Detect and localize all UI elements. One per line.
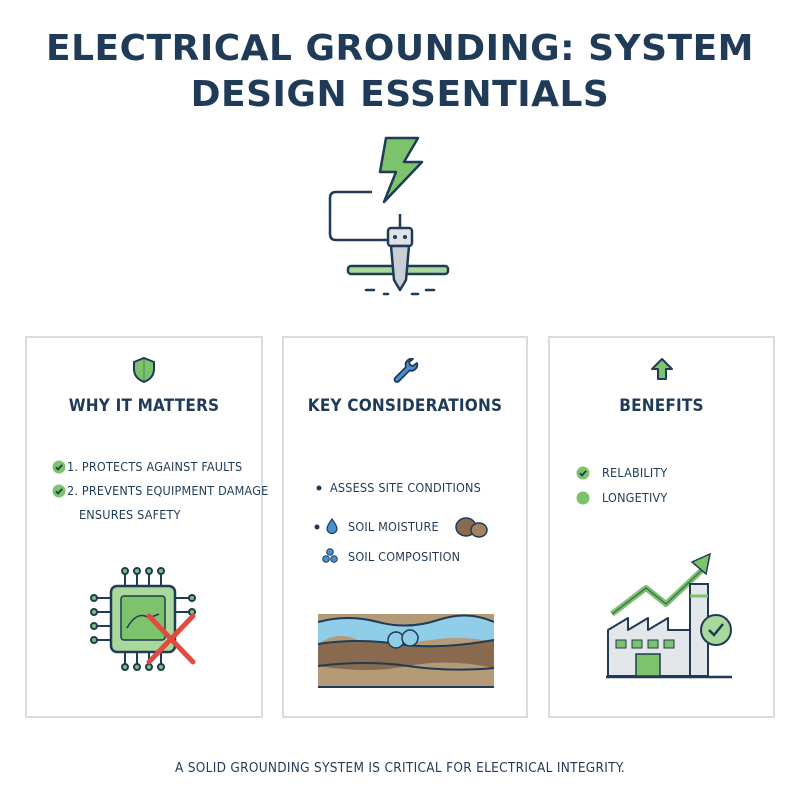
bullet-circle-icon	[576, 491, 590, 505]
check-icon	[52, 484, 66, 498]
list-item: ASSESS SITE CONDITIONS	[330, 480, 482, 495]
page-title: ELECTRICAL GROUNDING: SYSTEM DESIGN ESSE…	[0, 26, 800, 118]
bullet-icon	[314, 524, 320, 530]
card-title: WHY IT MATTERS	[68, 396, 220, 416]
water-drop-icon	[326, 518, 338, 534]
card-title: BENEFITS	[619, 396, 704, 416]
grounding-rod-illustration	[328, 136, 450, 296]
up-arrow-icon	[650, 358, 673, 380]
check-icon	[52, 460, 66, 474]
card-why-it-matters: WHY IT MATTERS 1. PROTECTS AGAINST FAULT…	[25, 336, 268, 718]
list-item: SOIL MOISTURE	[348, 519, 439, 534]
check-icon	[576, 466, 590, 480]
list-item: LONGETIVY	[602, 490, 668, 505]
list-item: SOIL COMPOSITION	[348, 549, 461, 564]
title-line-2: DESIGN ESSENTIALS	[190, 74, 610, 115]
earth-dashes-icon	[364, 288, 436, 296]
factory-growth-icon	[606, 552, 732, 679]
circuit-chip-icon	[90, 567, 196, 671]
title-line-1: ELECTRICAL GROUNDING: SYSTEM	[46, 28, 754, 69]
ground-rod-icon	[386, 226, 414, 292]
soil-particles-icon	[322, 548, 338, 563]
wrench-icon	[393, 357, 419, 383]
list-item: 1. PROTECTS AGAINST FAULTS	[67, 459, 243, 474]
card-title: KEY CONSIDERATIONS	[307, 396, 503, 416]
footer-note: A SOLID GROUNDING SYSTEM IS CRITICAL FOR…	[175, 760, 625, 776]
list-item: ENSURES SAFETY	[79, 507, 181, 522]
list-item: RELABILITY	[602, 465, 668, 480]
list-item: 2. PREVENTS EQUIPMENT DAMAGE	[67, 483, 269, 498]
soil-layers-icon	[318, 614, 494, 688]
lightning-bolt-icon	[378, 136, 424, 204]
shield-icon	[133, 356, 155, 384]
card-benefits: BENEFITS RELABILITY LONGETIVY	[548, 336, 775, 718]
card-key-considerations: KEY CONSIDERATIONS ASSESS SITE CONDITION…	[282, 336, 528, 718]
bullet-icon	[316, 485, 322, 491]
ground-wire-icon	[328, 190, 402, 242]
soil-rocks-icon	[455, 517, 488, 538]
